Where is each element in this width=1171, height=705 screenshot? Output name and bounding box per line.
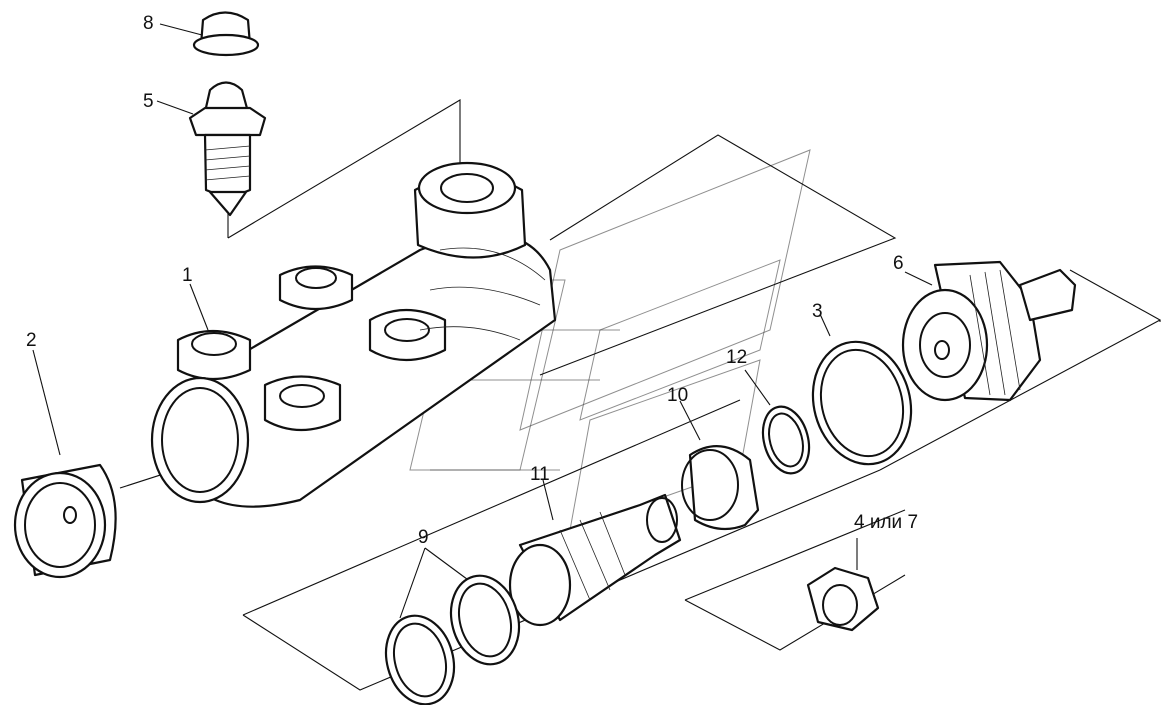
part-4-or-7-nut	[806, 566, 880, 632]
part-12-ring	[761, 405, 811, 475]
label-part-1: 1	[182, 265, 193, 286]
label-part-9: 9	[418, 527, 429, 548]
label-part-8: 8	[143, 13, 154, 34]
label-part-10: 10	[667, 385, 689, 406]
label-part-4-or-7: 4 или 7	[854, 512, 919, 533]
label-part-11: 11	[530, 464, 550, 485]
part-9-seals	[384, 574, 521, 705]
label-part-6: 6	[893, 253, 904, 274]
part-3-ring	[811, 340, 913, 466]
label-part-5: 5	[143, 91, 154, 112]
label-part-3: 3	[812, 301, 823, 322]
label-part-12: 12	[726, 347, 748, 368]
part-11-piston	[508, 493, 682, 627]
label-part-2: 2	[26, 330, 37, 351]
part-8-cap	[192, 11, 260, 57]
part-6-plug	[901, 260, 1077, 402]
part-1-housing	[150, 161, 557, 508]
part-10-spring-washer	[681, 445, 760, 531]
part-2-end-cap	[13, 463, 117, 579]
part-5-bleeder-valve	[188, 81, 267, 217]
